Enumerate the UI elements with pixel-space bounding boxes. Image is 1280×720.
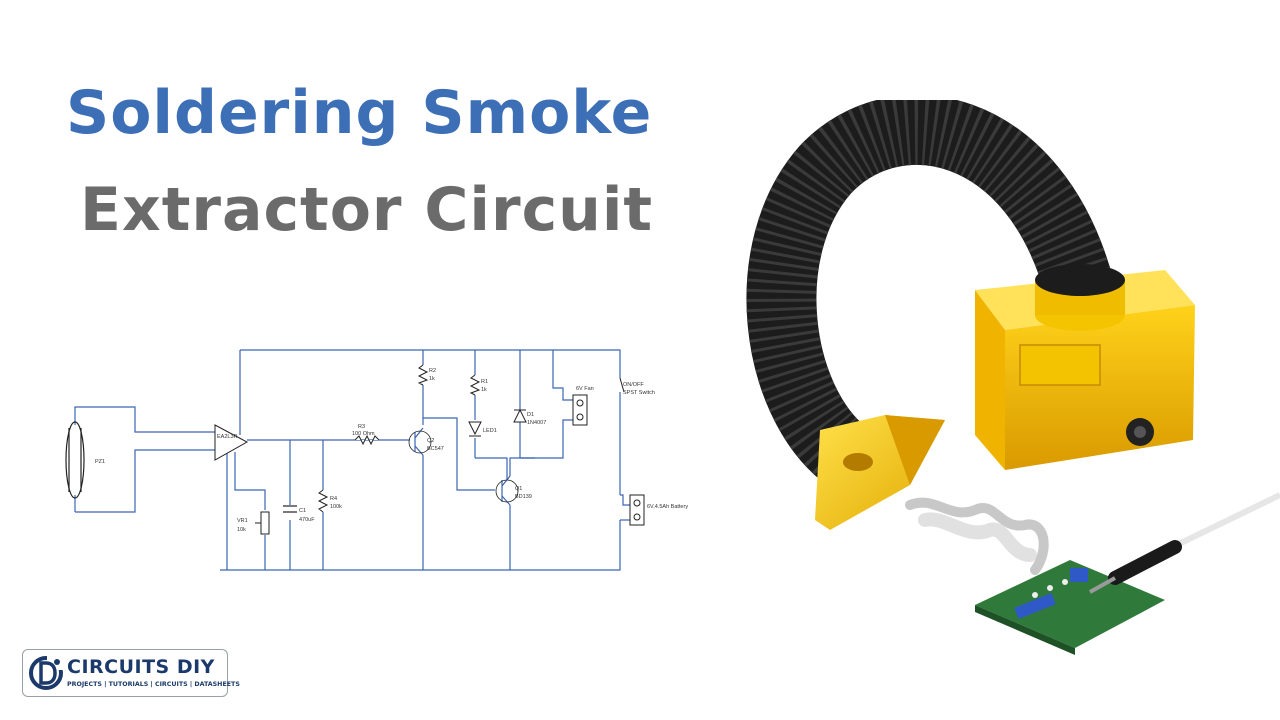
r4-label: R4 — [330, 496, 337, 502]
led1-label: LED1 — [483, 428, 497, 434]
fan-label: 6V Fan — [576, 386, 594, 392]
r3-value: 100 Ohm — [352, 431, 375, 437]
d1-label: D1 — [527, 412, 534, 418]
r2-label: R2 — [429, 368, 436, 374]
c1-value: 470uF — [299, 517, 315, 523]
q1-value: BD139 — [515, 494, 532, 500]
q2-value: BC547 — [427, 446, 444, 452]
smoke-extractor-illustration — [746, 100, 1280, 655]
circuit-schematic: PZ1 EA2L3R VR1 10k C1 470uF R3 100 Ohm R… — [65, 349, 688, 571]
r4-value: 100k — [330, 504, 342, 510]
q1-label: Q1 — [515, 486, 522, 492]
c1-label: C1 — [299, 508, 306, 514]
switch-label: ON/OFF — [623, 382, 644, 388]
logo-name: CIRCUITS DIY — [67, 656, 215, 678]
r1-label: R1 — [481, 379, 488, 385]
opamp-label: EA2L3R — [217, 434, 238, 440]
d1-value: 1N4007 — [527, 420, 546, 426]
logo-tagline: PROJECTS | TUTORIALS | CIRCUITS | DATASH… — [67, 681, 240, 688]
title-line-1: Soldering Smoke — [66, 78, 653, 148]
q2-label: Q2 — [427, 438, 434, 444]
r1-value: 1k — [481, 387, 487, 393]
circuits-diy-logo-icon — [29, 654, 65, 690]
pz1-label: PZ1 — [95, 459, 105, 465]
vr1-label: VR1 — [237, 518, 248, 524]
circuits-diy-logo[interactable]: CIRCUITS DIY PROJECTS | TUTORIALS | CIRC… — [22, 649, 240, 697]
r2-value: 1k — [429, 376, 435, 382]
title-line-2: Extractor Circuit — [80, 175, 654, 245]
switch-value: SPST Switch — [623, 390, 655, 396]
battery-label: 6V,4.5Ah Battery — [647, 504, 688, 510]
r3-label: R3 — [358, 424, 365, 430]
vr1-value: 10k — [237, 527, 246, 533]
